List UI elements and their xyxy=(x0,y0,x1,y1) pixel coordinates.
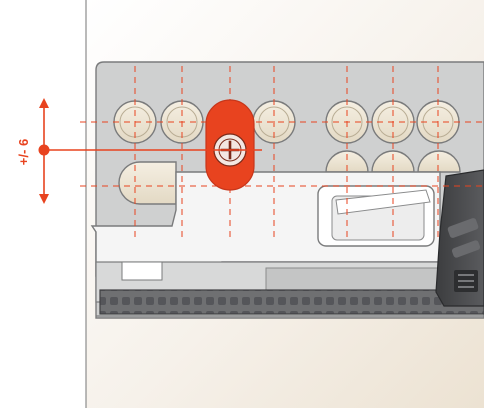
arrow-up-icon xyxy=(39,98,49,108)
rail-runner-slot xyxy=(121,261,163,281)
dimension-label: +/- 6 xyxy=(16,138,31,166)
gear-rack xyxy=(99,289,484,315)
arrow-down-icon xyxy=(39,194,49,204)
dimension-center-dot xyxy=(38,144,50,156)
latch-housing xyxy=(317,185,435,247)
adjustment-slot-highlight xyxy=(205,99,255,191)
slot-hole-lower-left xyxy=(118,161,177,205)
release-clip xyxy=(435,169,484,307)
guide-lines xyxy=(80,66,484,242)
dimension-indicator xyxy=(38,98,50,204)
mounting-holes-lower-row xyxy=(325,150,461,173)
